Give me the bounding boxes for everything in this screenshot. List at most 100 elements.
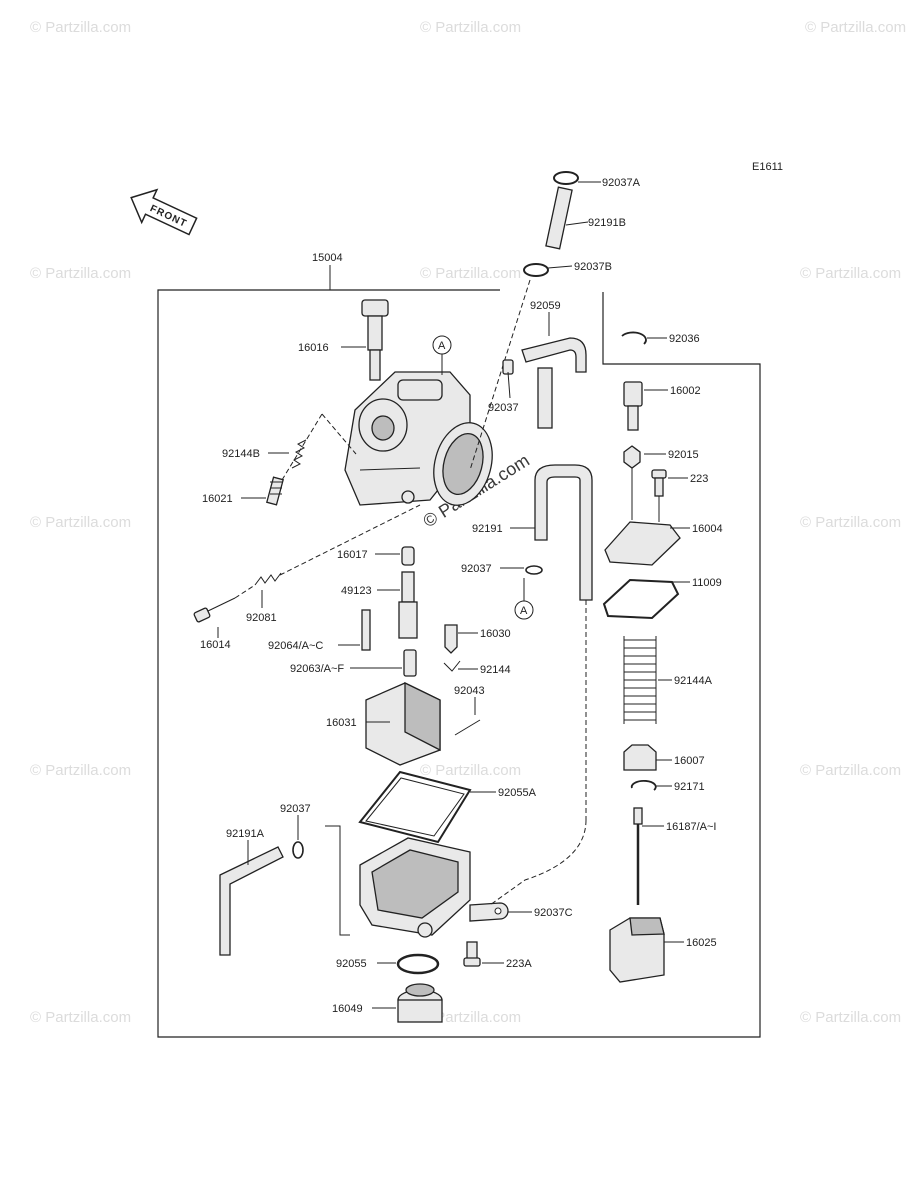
part-16002-adjuster <box>623 381 643 431</box>
label-16007: 16007 <box>674 755 705 767</box>
watermark-text: © Partzilla.com <box>800 1009 901 1026</box>
part-labels: 15004 92037A 92191B 92037B 92059 92036 1… <box>200 177 723 1015</box>
part-92037a-clamp <box>553 171 579 185</box>
part-92191b-hose <box>545 186 573 250</box>
label-92037c: 92037C <box>534 907 573 919</box>
label-92036: 92036 <box>669 333 700 345</box>
callout-letter: A <box>438 340 446 352</box>
label-16049: 16049 <box>332 1003 363 1015</box>
part-16049-drain-plug <box>397 983 443 1023</box>
label-16004: 16004 <box>692 523 723 535</box>
label-92037-top: 92037 <box>488 402 519 414</box>
diagram-code: E1611 <box>752 161 783 173</box>
part-92055-o-ring <box>396 953 440 975</box>
front-arrow-icon: FRONT <box>130 188 198 236</box>
label-16187: 16187/A~I <box>666 821 716 833</box>
label-16014: 16014 <box>200 639 231 651</box>
callout-letter: A <box>520 605 528 617</box>
part-92037-mid-clip <box>525 565 543 575</box>
part-223-screw <box>651 469 667 497</box>
watermark-text: © Partzilla.com <box>420 19 521 36</box>
label-49123: 49123 <box>341 585 372 597</box>
part-16021-screw <box>266 476 284 506</box>
label-92037a: 92037A <box>602 177 641 189</box>
label-16021: 16021 <box>202 493 233 505</box>
callout-a-top: A <box>432 335 452 375</box>
label-92191: 92191 <box>472 523 503 535</box>
part-92191-vent-hose <box>489 464 593 906</box>
part-16014-screw <box>193 597 236 623</box>
part-92064-pilot-jet <box>361 609 371 651</box>
label-92171: 92171 <box>674 781 705 793</box>
part-49123-needle-jet <box>398 571 418 639</box>
label-16017: 16017 <box>337 549 368 561</box>
label-92055: 92055 <box>336 958 367 970</box>
watermark-text: © Partzilla.com <box>800 514 901 531</box>
part-11009-gasket <box>602 578 680 620</box>
label-92144b: 92144B <box>222 448 260 460</box>
part-92037-top-clip <box>502 359 514 375</box>
watermark-text: © Partzilla.com <box>30 265 131 282</box>
part-16030-float-valve <box>444 624 458 654</box>
watermark-text: © Partzilla.com <box>420 762 521 779</box>
part-16007-holder <box>623 744 657 771</box>
part-16025-throttle-valve <box>609 917 665 983</box>
label-92043: 92043 <box>454 685 485 697</box>
label-15004: 15004 <box>312 252 343 264</box>
label-92063: 92063/A~F <box>290 663 344 675</box>
part-16016-top-screw <box>361 299 389 381</box>
label-16030: 16030 <box>480 628 511 640</box>
part-92144b-spring <box>291 439 307 469</box>
part-92037b-clamp <box>523 263 549 277</box>
part-92055a-gasket <box>358 770 472 844</box>
part-92191a-hose <box>219 846 284 956</box>
label-92081: 92081 <box>246 612 277 624</box>
watermark-text: © Partzilla.com <box>30 19 131 36</box>
leader-lines <box>217 181 690 1009</box>
watermark-text: © Partzilla.com <box>805 19 906 36</box>
part-92015-nut <box>623 445 641 469</box>
assembly-outline <box>157 265 761 1038</box>
part-92037c-clamp <box>469 902 509 922</box>
part-16031-float <box>365 681 441 766</box>
label-223a: 223A <box>506 958 532 970</box>
label-223: 223 <box>690 473 708 485</box>
part-92144-clip <box>443 660 461 672</box>
watermark-text: © Partzilla.com <box>30 514 131 531</box>
label-11009: 11009 <box>692 577 722 589</box>
part-float-bowl <box>359 837 471 938</box>
label-92037-low: 92037 <box>280 803 311 815</box>
watermark-text: © Partzilla.com <box>420 265 521 282</box>
label-92037b: 92037B <box>574 261 612 273</box>
part-92043-pin <box>454 719 481 736</box>
label-92015: 92015 <box>668 449 699 461</box>
label-16002: 16002 <box>670 385 701 397</box>
part-92059-hose <box>521 337 587 429</box>
callout-a-bottom: A <box>514 578 534 620</box>
part-92081-spring <box>254 572 282 586</box>
part-92037-lower-clip <box>292 841 304 859</box>
part-92144a-spring <box>623 636 657 724</box>
label-92059: 92059 <box>530 300 561 312</box>
part-92063-main-jet <box>403 649 417 677</box>
label-92191a: 92191A <box>226 828 265 840</box>
watermark-text: © Partzilla.com <box>420 1009 521 1026</box>
label-92144a: 92144A <box>674 675 713 687</box>
watermark-text: © Partzilla.com <box>800 265 901 282</box>
label-16031: 16031 <box>326 717 357 729</box>
label-92037-mid: 92037 <box>461 563 492 575</box>
part-16187-jet-needle <box>633 807 643 905</box>
watermark-text: © Partzilla.com <box>30 1009 131 1026</box>
label-16025: 16025 <box>686 937 717 949</box>
part-92171-clip <box>630 779 657 791</box>
label-16016: 16016 <box>298 342 329 354</box>
carburetor-body <box>344 371 493 506</box>
label-92055a: 92055A <box>498 787 537 799</box>
part-223a-screw <box>463 941 481 967</box>
watermark-text: © Partzilla.com <box>800 762 901 779</box>
label-92144: 92144 <box>480 664 511 676</box>
part-92036-clip <box>621 331 647 345</box>
watermark-text: © Partzilla.com <box>30 762 131 779</box>
label-92191b: 92191B <box>588 217 626 229</box>
